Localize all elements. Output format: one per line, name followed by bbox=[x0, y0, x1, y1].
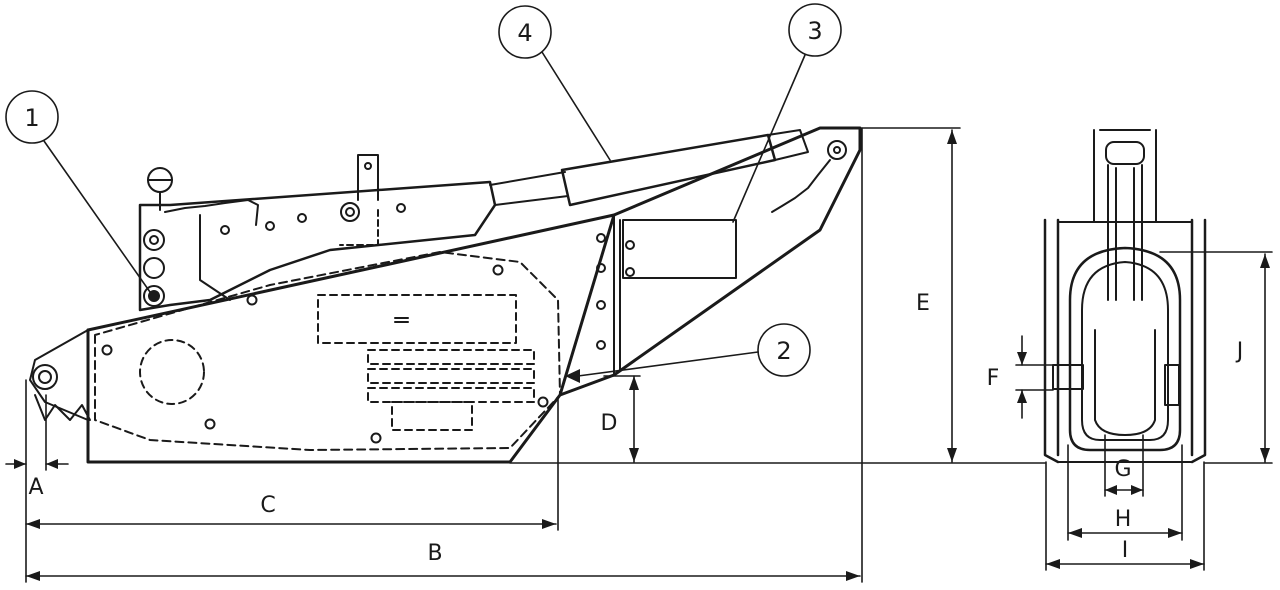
dim-label-H: H bbox=[1115, 507, 1132, 532]
frame-outer-right bbox=[1190, 218, 1207, 464]
tube-cylinder bbox=[560, 133, 777, 207]
lever-tab bbox=[357, 154, 379, 201]
slot-dashed-2 bbox=[367, 349, 535, 365]
side-view bbox=[29, 126, 862, 464]
lever-bolt-4 bbox=[297, 213, 307, 223]
callout-circle-1 bbox=[5, 90, 59, 144]
lock-chain bbox=[159, 191, 259, 226]
callout-leader-4 bbox=[541, 51, 611, 161]
body-inner-core bbox=[1094, 329, 1156, 436]
callout-leader-2 bbox=[577, 351, 759, 377]
callout-leader-1 bbox=[43, 140, 151, 293]
anchor-eye-inner bbox=[38, 370, 52, 384]
dim-label-I: I bbox=[1122, 538, 1129, 563]
housing-outline bbox=[86, 126, 862, 464]
dim-label-G: G bbox=[1114, 457, 1131, 482]
release-knob-3-inner bbox=[148, 290, 160, 302]
lever-bolt-1 bbox=[396, 203, 406, 213]
tube-rod bbox=[489, 171, 569, 206]
release-knob-1-inner bbox=[149, 235, 159, 245]
front-view bbox=[1043, 129, 1207, 464]
release-knob-2 bbox=[143, 257, 165, 279]
mount-bolts bbox=[596, 233, 635, 350]
housing-bolts bbox=[101, 264, 549, 444]
callout-label-3: 3 bbox=[807, 17, 822, 45]
lever-tab-hole bbox=[364, 162, 372, 170]
frame-outer-left bbox=[1043, 218, 1060, 464]
dim-label-J: J bbox=[1235, 339, 1244, 364]
dim-label-B: B bbox=[427, 541, 442, 566]
body-shell bbox=[1068, 246, 1182, 452]
lever-arm-inner bbox=[199, 214, 231, 301]
housing-upper-edge bbox=[86, 213, 616, 332]
release-knob-1 bbox=[143, 229, 165, 251]
anchor-eye-outer bbox=[32, 364, 58, 390]
slot-dashed-5 bbox=[391, 401, 473, 431]
callout-circle-4 bbox=[498, 5, 552, 59]
side-lug bbox=[1052, 364, 1084, 390]
internal-outline-dashed bbox=[94, 251, 561, 451]
release-knob-3 bbox=[143, 285, 165, 307]
slot-dashed-1 bbox=[317, 294, 517, 344]
dim-label-A: A bbox=[28, 475, 43, 500]
lever-arm bbox=[138, 180, 497, 312]
frame-top bbox=[1057, 129, 1193, 223]
callout-label-4: 4 bbox=[517, 19, 532, 47]
top-pin bbox=[827, 140, 847, 160]
center-column bbox=[1107, 164, 1143, 301]
callout-circle-2 bbox=[757, 323, 811, 377]
nameplate bbox=[622, 219, 737, 279]
drum-dashed bbox=[139, 339, 205, 405]
lever-pivot bbox=[340, 202, 360, 222]
lever-bolt-3 bbox=[265, 221, 275, 231]
dim-label-E: E bbox=[916, 291, 930, 316]
dimension-lines bbox=[5, 127, 1273, 583]
top-chain bbox=[771, 159, 831, 213]
lever-pivot-inner bbox=[345, 207, 355, 217]
dim-label-D: D bbox=[601, 411, 618, 436]
top-pin-inner bbox=[833, 146, 841, 154]
callout-label-1: 1 bbox=[24, 104, 39, 132]
anchor-chain bbox=[34, 394, 91, 421]
callout-label-2: 2 bbox=[776, 337, 791, 365]
callout-leader-3 bbox=[732, 54, 806, 223]
dim-label-F: F bbox=[987, 366, 1000, 391]
callouts bbox=[5, 3, 842, 377]
side-lug-right bbox=[1164, 364, 1180, 406]
slot-dashed-4 bbox=[367, 387, 535, 403]
lever-bolt-2 bbox=[220, 225, 230, 235]
arrowheads bbox=[14, 130, 1270, 581]
callout-circle-3 bbox=[788, 3, 842, 57]
slot-dashed-3 bbox=[367, 368, 535, 384]
dim-label-C: C bbox=[260, 493, 275, 518]
top-spool bbox=[1105, 141, 1145, 165]
tube-end bbox=[767, 129, 809, 161]
lever-dashed bbox=[339, 209, 379, 246]
